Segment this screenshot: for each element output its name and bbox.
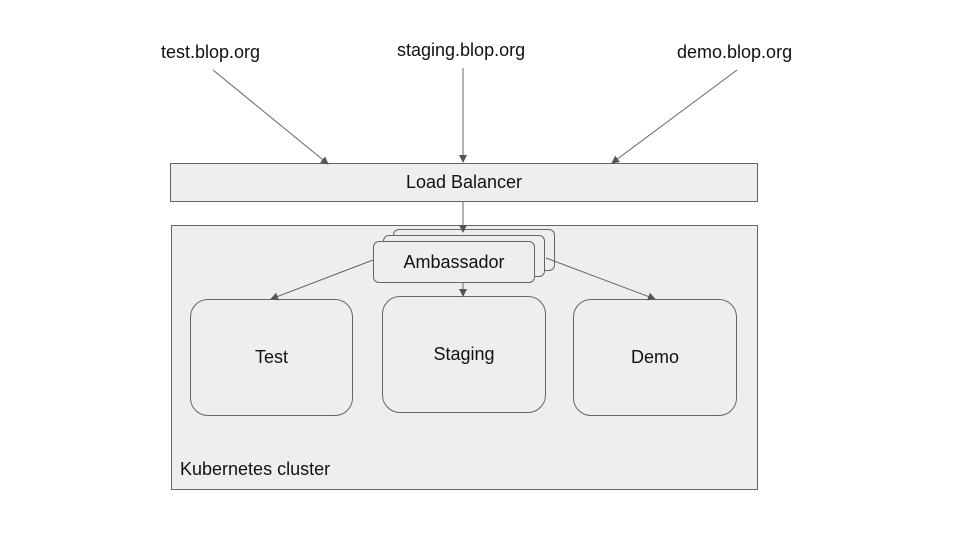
env-staging-label: Staging bbox=[433, 344, 495, 364]
arrow-ambassador-to-demo bbox=[545, 257, 656, 301]
ambassador-label: Ambassador bbox=[403, 251, 505, 272]
env-demo-label: Demo bbox=[630, 347, 679, 367]
ambassador-box: Ambassador bbox=[373, 241, 535, 283]
arrow-demo-host-to-lb bbox=[611, 69, 738, 164]
env-test-box: Test bbox=[190, 299, 353, 416]
host-demo-label: demo.blop.org bbox=[677, 42, 793, 62]
load-balancer-label: Load Balancer bbox=[405, 172, 523, 192]
host-staging-label: staging.blop.org bbox=[397, 40, 526, 60]
kubernetes-cluster-label: Kubernetes cluster bbox=[180, 459, 331, 479]
env-test-label: Test bbox=[254, 347, 288, 367]
load-balancer-box: Load Balancer bbox=[170, 163, 758, 202]
arrow-ambassador-to-test bbox=[270, 259, 374, 301]
arrow-test-host-to-lb bbox=[212, 69, 329, 165]
host-test-label: test.blop.org bbox=[161, 42, 261, 62]
